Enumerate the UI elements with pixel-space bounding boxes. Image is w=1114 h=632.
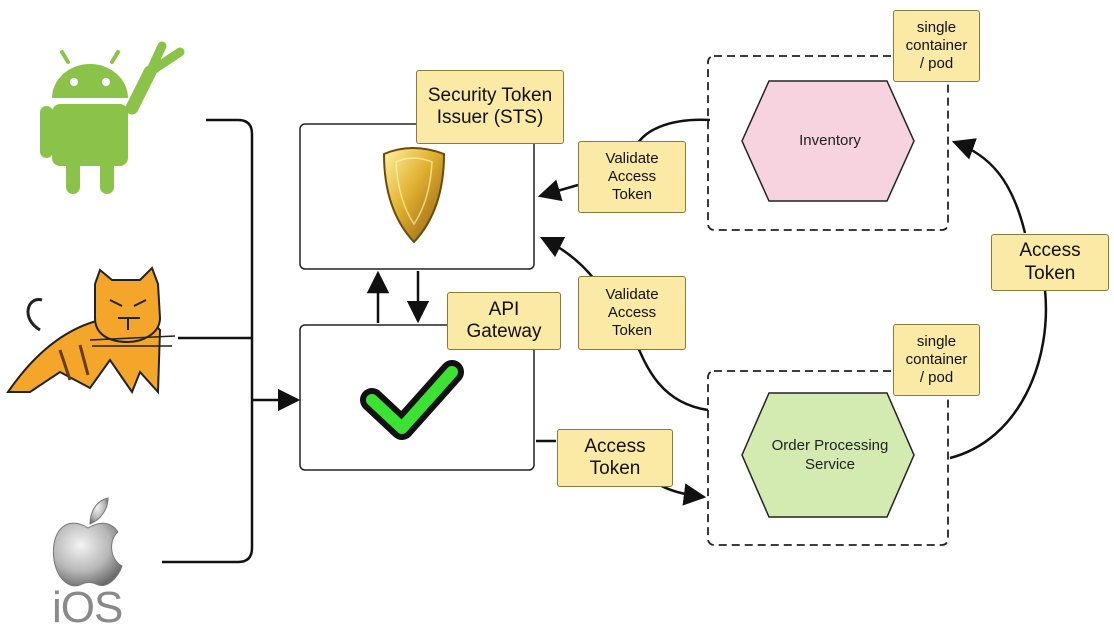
- api-gateway-label: API Gateway: [447, 292, 561, 350]
- container-label-bottom: single container / pod: [893, 324, 980, 396]
- client-connectors: [162, 118, 301, 564]
- access-token-label-gateway: Access Token: [557, 429, 673, 487]
- order-processing-label: Order Processing Service: [771, 436, 889, 474]
- access-token-label-right: Access Token: [991, 234, 1109, 291]
- order-processing-hexagon: [741, 392, 915, 518]
- container-label-top: single container / pod: [893, 10, 980, 82]
- tomcat-logo: [6, 266, 176, 395]
- android-logo: [40, 41, 185, 194]
- inventory-label: Inventory: [799, 132, 861, 150]
- checkmark-icon: [360, 360, 464, 440]
- shield-icon: [382, 147, 446, 244]
- validate-token-label-bottom: Validate Access Token: [578, 276, 686, 350]
- apple-logo: [52, 497, 123, 587]
- validate-token-label-top: Validate Access Token: [578, 141, 686, 213]
- sts-label: Security Token Issuer (STS): [416, 70, 564, 144]
- order-container: [707, 370, 949, 546]
- inventory-hexagon: [741, 80, 915, 202]
- ios-text: iOS: [52, 583, 123, 632]
